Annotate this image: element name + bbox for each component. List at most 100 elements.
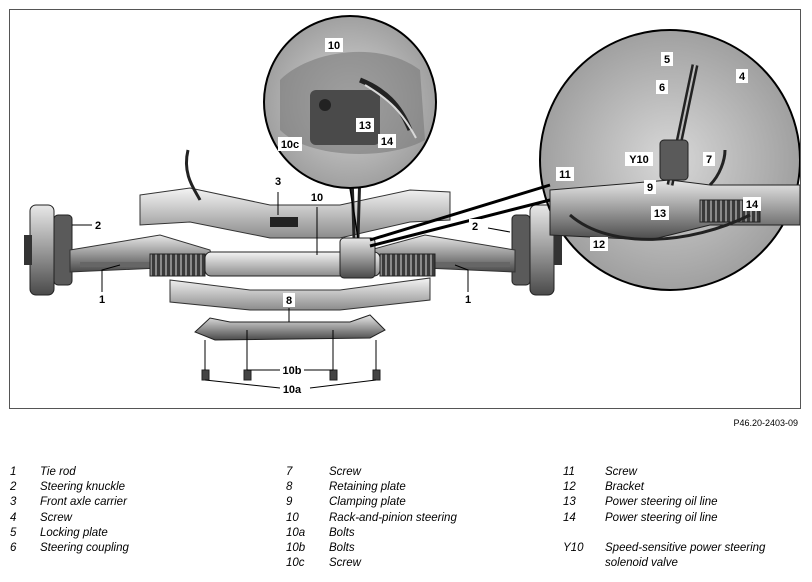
axle-assembly-illustration: 1 1 2 2 3 10 8 10b 10a 10 13 14	[24, 15, 800, 396]
diagram-frame: 1 1 2 2 3 10 8 10b 10a 10 13 14	[9, 9, 801, 409]
callout-detail-right-9: 9	[644, 180, 656, 194]
callout-detail-right-12: 12	[590, 237, 608, 251]
svg-text:7: 7	[706, 154, 712, 166]
svg-text:8: 8	[286, 295, 292, 307]
svg-text:6: 6	[659, 82, 665, 94]
callout-detail-right-4: 4	[736, 69, 748, 83]
callout-leader-lines	[72, 192, 511, 322]
callout-detail-right-Y10: Y10	[625, 152, 653, 166]
steering-rack	[80, 169, 510, 279]
legend-label: Steering knuckle	[40, 481, 126, 494]
legend-number: 7	[286, 466, 293, 478]
svg-text:10a: 10a	[283, 384, 302, 396]
callout-detail-right-11: 11	[556, 167, 574, 181]
legend-label: Bracket	[605, 481, 644, 494]
svg-text:3: 3	[275, 176, 281, 188]
callout-detail-right-5: 5	[661, 52, 673, 66]
legend-number: 10	[286, 511, 299, 524]
legend-number: 1	[10, 466, 17, 478]
legend-number: 10c	[286, 557, 305, 570]
right-brake-disc	[511, 204, 562, 296]
svg-text:2: 2	[95, 220, 101, 232]
svg-text:12: 12	[593, 239, 605, 251]
legend-label: Rack-and-pinion steering	[329, 511, 457, 524]
svg-text:Y10: Y10	[629, 154, 649, 166]
callout-detail-right-7: 7	[703, 152, 715, 166]
legend-label: Tie rod	[40, 466, 76, 478]
legend-number: 13	[563, 496, 576, 509]
callout-tie-rod-left: 1	[96, 292, 108, 306]
callout-rack-and-pinion: 10	[308, 190, 326, 204]
svg-text:11: 11	[559, 169, 571, 181]
svg-text:14: 14	[746, 199, 759, 211]
legend-label: Screw	[605, 466, 637, 478]
callout-bolts-10b: 10b	[280, 363, 304, 377]
detail-left-pointer	[349, 187, 359, 239]
legend-label: Speed-sensitive power steering	[605, 541, 766, 554]
callout-steering-knuckle-left: 2	[92, 218, 104, 232]
legend-number: 6	[10, 541, 17, 554]
bolt-leader-lines	[204, 330, 377, 389]
callout-front-axle-carrier: 3	[272, 174, 284, 188]
legend-label: Screw	[329, 466, 361, 478]
legend-number: 10b	[286, 541, 306, 554]
svg-text:10b: 10b	[283, 365, 302, 377]
callout-detail-left-13: 13	[356, 118, 374, 132]
legend-number: 2	[10, 481, 17, 494]
callout-bolts-10a: 10a	[280, 382, 304, 396]
legend-number: 14	[563, 511, 576, 524]
callout-detail-left-10c: 10c	[278, 137, 302, 151]
svg-text:14: 14	[381, 136, 394, 148]
retaining-plate-shape	[194, 314, 386, 341]
legend-number: 12	[563, 481, 576, 494]
callout-retaining-plate: 8	[283, 293, 295, 307]
legend-number: Y10	[563, 541, 584, 554]
legend-number: 4	[10, 511, 17, 524]
callout-detail-right-13: 13	[651, 206, 669, 220]
carrier-clamp	[270, 217, 298, 227]
left-brake-disc	[24, 204, 73, 296]
svg-text:10: 10	[328, 40, 340, 52]
legend-label: Steering coupling	[40, 541, 129, 554]
front-axle-carrier	[139, 187, 451, 239]
figure-code: P46.20-2403-09	[733, 418, 798, 428]
legend-label: Front axle carrier	[40, 496, 127, 509]
svg-text:10c: 10c	[281, 139, 299, 151]
svg-text:1: 1	[465, 294, 471, 306]
legend-label: Bolts	[329, 541, 355, 554]
callout-detail-right-14: 14	[743, 197, 761, 211]
legend-label: Retaining plate	[329, 481, 406, 494]
legend-label: Clamping plate	[329, 496, 406, 509]
legend-number: 10a	[286, 526, 306, 539]
lower-subframe	[169, 277, 431, 311]
callout-steering-knuckle-right: 2	[469, 219, 481, 233]
callout-tie-rod-right: 1	[462, 292, 474, 306]
legend-label: solenoid valve	[605, 557, 678, 570]
legend-label: Power steering oil line	[605, 496, 718, 509]
legend-number: 9	[286, 496, 293, 509]
legend-number: 8	[286, 481, 293, 494]
legend: 1 Tie rod 2 Steering knuckle 3 Front axle c…	[0, 466, 812, 582]
svg-text:13: 13	[654, 208, 666, 220]
detail-circle-left	[263, 15, 437, 189]
hydraulic-line	[185, 149, 202, 201]
legend-label: Screw	[40, 511, 72, 524]
legend-label: Bolts	[329, 526, 355, 539]
detail-circle-right	[539, 29, 800, 291]
svg-text:1: 1	[99, 294, 105, 306]
callout-detail-left-10: 10	[325, 38, 343, 52]
svg-text:9: 9	[647, 182, 653, 194]
svg-text:5: 5	[664, 54, 670, 66]
svg-text:10: 10	[311, 192, 323, 204]
legend-number: 3	[10, 496, 17, 509]
svg-text:4: 4	[739, 71, 746, 83]
svg-text:13: 13	[359, 120, 371, 132]
detail-right-pointer	[369, 183, 551, 248]
callout-detail-right-6: 6	[656, 80, 668, 94]
callout-detail-left-14: 14	[378, 134, 396, 148]
legend-label: Screw	[329, 557, 361, 570]
legend-number: 11	[563, 466, 575, 478]
legend-label: Locking plate	[40, 526, 108, 539]
legend-number: 5	[10, 526, 17, 539]
svg-text:2: 2	[472, 221, 478, 233]
